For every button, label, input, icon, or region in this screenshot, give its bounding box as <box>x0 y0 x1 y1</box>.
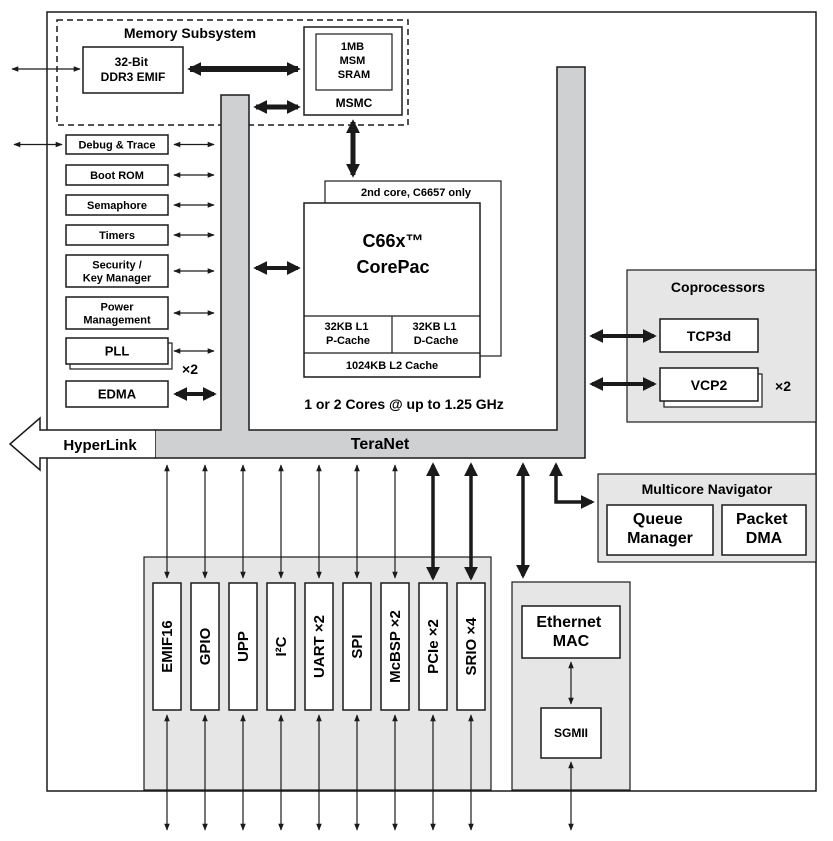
l1d-label: 32KB L1 D-Cache <box>412 321 459 347</box>
ethernet-mac-label: Ethernet MAC <box>536 614 605 650</box>
emif16-label: EMIF16 <box>159 620 176 673</box>
edma-block <box>65 380 169 408</box>
power-label-line: Management <box>83 314 151 326</box>
security-label-line: Security / <box>92 259 142 271</box>
msm-sram-label: 1MB MSM SRAM <box>338 41 370 81</box>
edma-label-line: EDMA <box>98 387 137 402</box>
pll-label: PLL <box>105 344 130 359</box>
timers-label-line: Timers <box>99 230 135 242</box>
semaphore-block <box>65 194 169 216</box>
srio-label: SRIO ×4 <box>463 617 480 676</box>
debug-block <box>65 134 169 155</box>
sgmii-label: SGMII <box>554 726 588 740</box>
queue-manager-block <box>606 504 714 556</box>
semaphore-label: Semaphore <box>87 200 147 212</box>
bootrom-label-line: Boot ROM <box>90 170 144 182</box>
semaphore-label-line: Semaphore <box>87 200 147 212</box>
gpio-label: GPIO <box>197 627 214 665</box>
memory-subsystem-title: Memory Subsystem <box>124 25 256 41</box>
i2c-block <box>266 582 296 711</box>
timers-block <box>65 224 169 246</box>
hyperlink-label: HyperLink <box>63 437 137 454</box>
i2c-label: I²C <box>273 636 290 656</box>
security-block <box>65 254 169 288</box>
ethernet-mac-block <box>521 605 621 659</box>
debug-label-line: Debug & Trace <box>78 139 155 151</box>
packet-dma-block <box>721 504 807 556</box>
packet-dma-label: Packet DMA <box>736 511 792 547</box>
teranet-label: TeraNet <box>351 436 410 453</box>
gpio-block <box>190 582 220 711</box>
spi-block <box>342 582 372 711</box>
tcp3d-block <box>659 318 759 353</box>
msmc-label: MSMC <box>336 96 373 110</box>
security-label: Security /Key Manager <box>83 259 152 284</box>
bootrom-label: Boot ROM <box>90 170 144 182</box>
corepac-subtitle: CorePac <box>356 257 429 277</box>
edma-label: EDMA <box>98 387 137 402</box>
emif16-block <box>152 582 182 711</box>
bootrom-block <box>65 164 169 186</box>
corepac-title: C66x™ <box>362 231 423 251</box>
vcp2-mult: ×2 <box>775 378 791 394</box>
ddr3-emif-label: 32-Bit DDR3 EMIF <box>101 55 166 84</box>
vcp2-block <box>659 367 759 402</box>
upp-label: UPP <box>235 631 252 662</box>
cores-caption: 1 or 2 Cores @ up to 1.25 GHz <box>304 396 504 412</box>
pcie-label: PCIe ×2 <box>425 619 442 674</box>
teranet-bus <box>154 66 586 459</box>
upp-block <box>228 582 258 711</box>
queue-manager-label: Queue Manager <box>627 511 693 547</box>
power-label-line: Power <box>100 301 134 313</box>
pll-label-line: PLL <box>105 344 130 359</box>
l1p-label: 32KB L1 P-Cache <box>324 321 371 347</box>
mcbsp-block <box>380 582 410 711</box>
power-block <box>65 296 169 330</box>
navigator-title: Multicore Navigator <box>642 481 773 497</box>
security-label-line: Key Manager <box>83 272 152 284</box>
srio-block <box>456 582 486 711</box>
peripheral-group: EMIF16 GPIO UPP I²C UART ×2 SPI McBSP ×2 PCIe ×… <box>152 462 486 831</box>
mcbsp-label: McBSP ×2 <box>387 610 404 683</box>
pcie-block <box>418 582 448 711</box>
pll-mult: ×2 <box>182 361 198 377</box>
hyperlink-arrow <box>8 416 155 472</box>
connector-arrows <box>11 62 657 831</box>
l2-label: 1024KB L2 Cache <box>346 360 438 372</box>
ddr3-emif-block <box>82 46 184 94</box>
sgmii-block <box>540 707 602 759</box>
teranet-navigator-arrow <box>549 462 595 509</box>
tcp3d-label: TCP3d <box>687 328 731 344</box>
coprocessors-title: Coprocessors <box>671 279 765 295</box>
msm-sram-block <box>315 33 393 91</box>
uart-block <box>304 582 334 711</box>
debug-label: Debug & Trace <box>78 139 155 151</box>
vcp2-label: VCP2 <box>691 377 728 393</box>
uart-label: UART ×2 <box>311 615 328 678</box>
second-core-label: 2nd core, C6657 only <box>361 187 472 199</box>
timers-label: Timers <box>99 230 135 242</box>
spi-label: SPI <box>349 634 366 658</box>
pll-block <box>65 337 169 365</box>
